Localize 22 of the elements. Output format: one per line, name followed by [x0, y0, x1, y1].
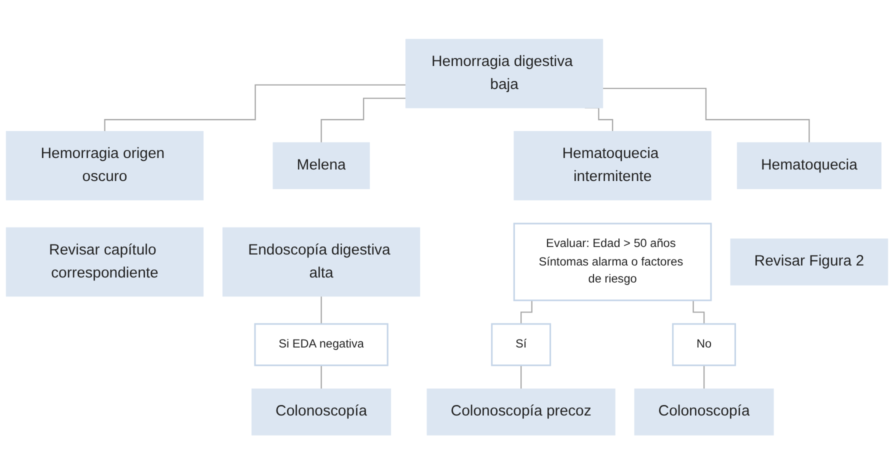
- node-box: Sí: [491, 323, 552, 366]
- connector: [520, 364, 522, 390]
- connector: [602, 88, 810, 144]
- connector: [320, 295, 322, 324]
- node-box: Hemorragia digestiva baja: [405, 38, 604, 108]
- node-box: Revisar Figura 2: [730, 238, 888, 286]
- node-box: Si EDA negativa: [254, 323, 388, 366]
- node-box: Hematoquecia intermitente: [514, 130, 712, 200]
- connector: [104, 84, 406, 132]
- connector: [320, 98, 406, 144]
- connector: [320, 364, 322, 390]
- node-box: Colonoscopía: [252, 388, 392, 436]
- node-box: Endoscopía digestiva alta: [222, 227, 420, 296]
- node-box: No: [672, 323, 736, 366]
- node-box: Colonoscopía precoz: [426, 388, 616, 436]
- node-box: Hematoquecia: [736, 142, 882, 189]
- node-box: Hemorragia origen oscuro: [6, 130, 204, 200]
- node-box: Melena: [272, 142, 370, 189]
- node-box: Colonoscopía: [634, 388, 774, 436]
- node-box: Revisar capítulo correspondiente: [6, 227, 204, 296]
- node-box: Evaluar: Edad > 50 años Síntomas alarma o factores de riesgo: [513, 222, 712, 301]
- connector: [703, 364, 705, 390]
